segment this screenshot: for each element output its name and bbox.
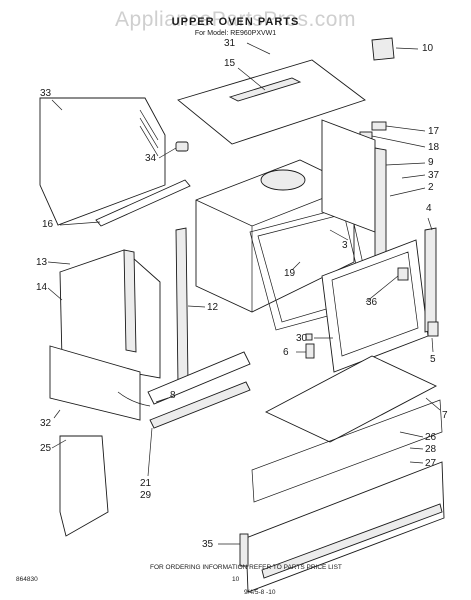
- callout-30: 30: [296, 333, 308, 344]
- clip: [427, 321, 439, 337]
- diagram-code: 864830: [16, 576, 38, 583]
- callout-6: 6: [283, 347, 289, 358]
- revision-date: 9/4/5-8 -10: [244, 589, 276, 596]
- bottom-panel: [264, 355, 438, 443]
- grommet: [175, 141, 189, 152]
- callout-10: 10: [422, 43, 434, 54]
- lower-panel: [49, 345, 141, 421]
- side-trim: [374, 147, 387, 259]
- callout-28: 28: [425, 444, 437, 455]
- callout-29: 27: [425, 458, 437, 469]
- callout-33: 33: [40, 88, 52, 99]
- wire: [117, 391, 151, 407]
- small-part-17: [371, 121, 387, 131]
- cavity-opening: [260, 169, 306, 191]
- callout-16: 16: [42, 219, 54, 230]
- hinge-plate: [305, 343, 315, 359]
- callout-4: 4: [426, 203, 432, 214]
- callout-36: 36: [366, 297, 378, 308]
- screw: [305, 333, 313, 341]
- side-bracket: [59, 435, 109, 537]
- callout-37: 37: [428, 170, 440, 181]
- side-panel: [321, 119, 376, 233]
- callout-3: 3: [342, 240, 348, 251]
- post: [175, 227, 189, 385]
- top-panel-strip: [228, 77, 302, 102]
- callout-34: 34: [145, 153, 157, 164]
- callout-26: 26: [425, 432, 437, 443]
- callout-7: 7: [442, 410, 448, 421]
- callout-9: 9: [428, 157, 434, 168]
- callout-5: 5: [430, 354, 436, 365]
- model-number: For Model: RE960PXVW1: [194, 30, 277, 37]
- spacer: [239, 533, 249, 567]
- callout-14: 14: [36, 282, 48, 293]
- callout-15: 15: [224, 58, 236, 69]
- bracket: [371, 37, 395, 61]
- callout-25: 25: [40, 443, 52, 454]
- callout-35: 35: [202, 539, 214, 550]
- callout-2: 2: [428, 182, 434, 193]
- duct-divider: [123, 249, 137, 353]
- ordering-note: FOR ORDERING INFORMATION REFER TO PARTS …: [150, 564, 342, 571]
- trim-strip: [424, 227, 437, 333]
- latch: [397, 267, 409, 281]
- callout-18: 18: [428, 142, 440, 153]
- callout-21: 21: [140, 478, 152, 489]
- diagram-title: UPPER OVEN PARTS: [171, 16, 300, 28]
- callout-12: 12: [207, 302, 219, 313]
- callout-8: 8: [170, 390, 176, 401]
- callout-31: 31: [224, 38, 236, 49]
- callout-13: 13: [36, 257, 48, 268]
- page-number: 10: [232, 576, 240, 583]
- rail: [95, 179, 191, 227]
- callout-32: 32: [40, 418, 52, 429]
- oven-cavity: [195, 159, 355, 313]
- bottom-rail: [147, 351, 251, 405]
- bottom-rail-strip: [149, 381, 251, 429]
- back-panel: [39, 97, 166, 226]
- callout-17: 17: [428, 126, 440, 137]
- callout-27: 29: [140, 490, 152, 501]
- callout-19: 19: [284, 268, 296, 279]
- kick-strip: [261, 503, 443, 579]
- top-panel: [177, 59, 366, 145]
- watermark: AppliancePartsPros.com: [115, 8, 356, 31]
